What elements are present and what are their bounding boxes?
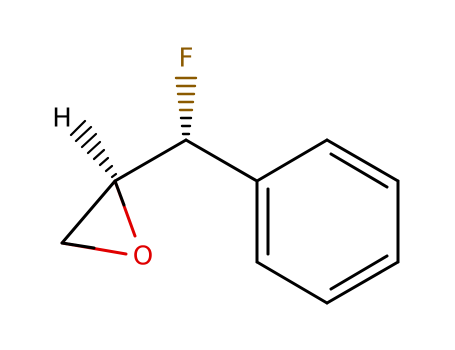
bond-c2-ch2 bbox=[60, 179, 117, 245]
bond-c2-chf bbox=[113, 138, 188, 183]
bond-ch2-o-black-part bbox=[60, 241, 96, 250]
hashed-wedge-f[interactable] bbox=[174, 76, 198, 136]
atom-label-oxygen: O bbox=[133, 242, 153, 272]
bond-c2-o-black-part bbox=[113, 179, 126, 207]
phenyl-ring bbox=[255, 138, 400, 305]
hashed-wedge-h bbox=[69, 119, 118, 179]
epoxide-ring bbox=[60, 179, 137, 256]
atom-label-fluorine: F bbox=[179, 44, 194, 74]
bond-chf-phenyl bbox=[184, 138, 259, 183]
atom-label-hydrogen: H bbox=[52, 104, 72, 134]
